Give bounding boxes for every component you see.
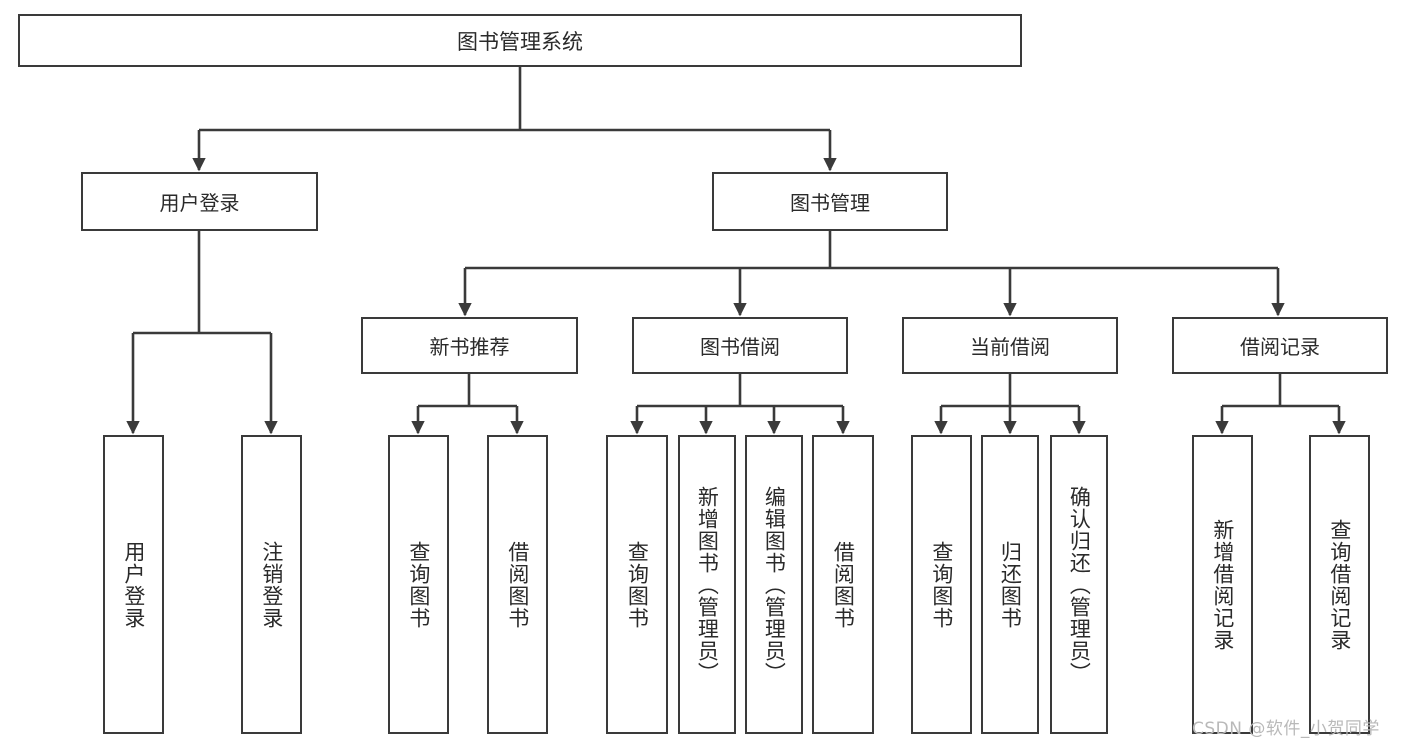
- leaf-borrow-query-book[interactable]: 查询图书: [606, 435, 668, 734]
- leaf-new-rec-borrow-book[interactable]: 借阅图书: [487, 435, 548, 734]
- leaf-borrow-lend-book[interactable]: 借阅图书: [812, 435, 874, 734]
- node-book-manage[interactable]: 图书管理: [712, 172, 948, 231]
- leaf-logout[interactable]: 注销登录: [241, 435, 302, 734]
- leaf-current-confirm-return-admin[interactable]: 确认归还（管理员）: [1050, 435, 1108, 734]
- leaf-borrow-lend-book-label: 借阅图书: [831, 540, 856, 629]
- node-book-borrow[interactable]: 图书借阅: [632, 317, 848, 374]
- leaf-borrow-query-book-label: 查询图书: [625, 540, 650, 629]
- node-current-borrow[interactable]: 当前借阅: [902, 317, 1118, 374]
- node-borrow-record-label: 借阅记录: [1240, 335, 1320, 359]
- node-current-borrow-label: 当前借阅: [970, 335, 1050, 359]
- node-user-login[interactable]: 用户登录: [81, 172, 318, 231]
- leaf-logout-label: 注销登录: [259, 540, 284, 629]
- node-new-book-recommend[interactable]: 新书推荐: [361, 317, 578, 374]
- node-borrow-record[interactable]: 借阅记录: [1172, 317, 1388, 374]
- node-root[interactable]: 图书管理系统: [18, 14, 1022, 67]
- leaf-current-return-book[interactable]: 归还图书: [981, 435, 1039, 734]
- node-new-book-recommend-label: 新书推荐: [429, 335, 510, 359]
- node-root-label: 图书管理系统: [457, 29, 583, 54]
- leaf-current-query-book-label: 查询图书: [929, 540, 954, 629]
- leaf-user-login-label: 用户登录: [121, 540, 146, 629]
- leaf-user-login[interactable]: 用户登录: [103, 435, 164, 734]
- leaf-borrow-edit-book-admin-label: 编辑图书（管理员）: [762, 485, 787, 684]
- leaf-current-return-book-label: 归还图书: [998, 540, 1023, 629]
- leaf-borrow-add-book-admin-label: 新增图书（管理员）: [695, 485, 720, 684]
- leaf-current-confirm-return-admin-label: 确认归还（管理员）: [1067, 485, 1092, 684]
- leaf-record-query-label: 查询借阅记录: [1327, 518, 1352, 651]
- leaf-borrow-add-book-admin[interactable]: 新增图书（管理员）: [678, 435, 736, 734]
- leaf-new-rec-query-book[interactable]: 查询图书: [388, 435, 449, 734]
- watermark: CSDN @软件_小贺同学: [1192, 719, 1380, 739]
- leaf-record-add-label: 新增借阅记录: [1210, 518, 1235, 651]
- leaf-record-query[interactable]: 查询借阅记录: [1309, 435, 1370, 734]
- leaf-current-query-book[interactable]: 查询图书: [911, 435, 972, 734]
- leaf-new-rec-query-book-label: 查询图书: [406, 540, 431, 629]
- node-user-login-label: 用户登录: [159, 191, 240, 215]
- leaf-borrow-edit-book-admin[interactable]: 编辑图书（管理员）: [745, 435, 803, 734]
- leaf-record-add[interactable]: 新增借阅记录: [1192, 435, 1253, 734]
- leaf-new-rec-borrow-book-label: 借阅图书: [505, 540, 530, 629]
- node-book-manage-label: 图书管理: [790, 191, 870, 215]
- node-book-borrow-label: 图书借阅: [700, 335, 780, 359]
